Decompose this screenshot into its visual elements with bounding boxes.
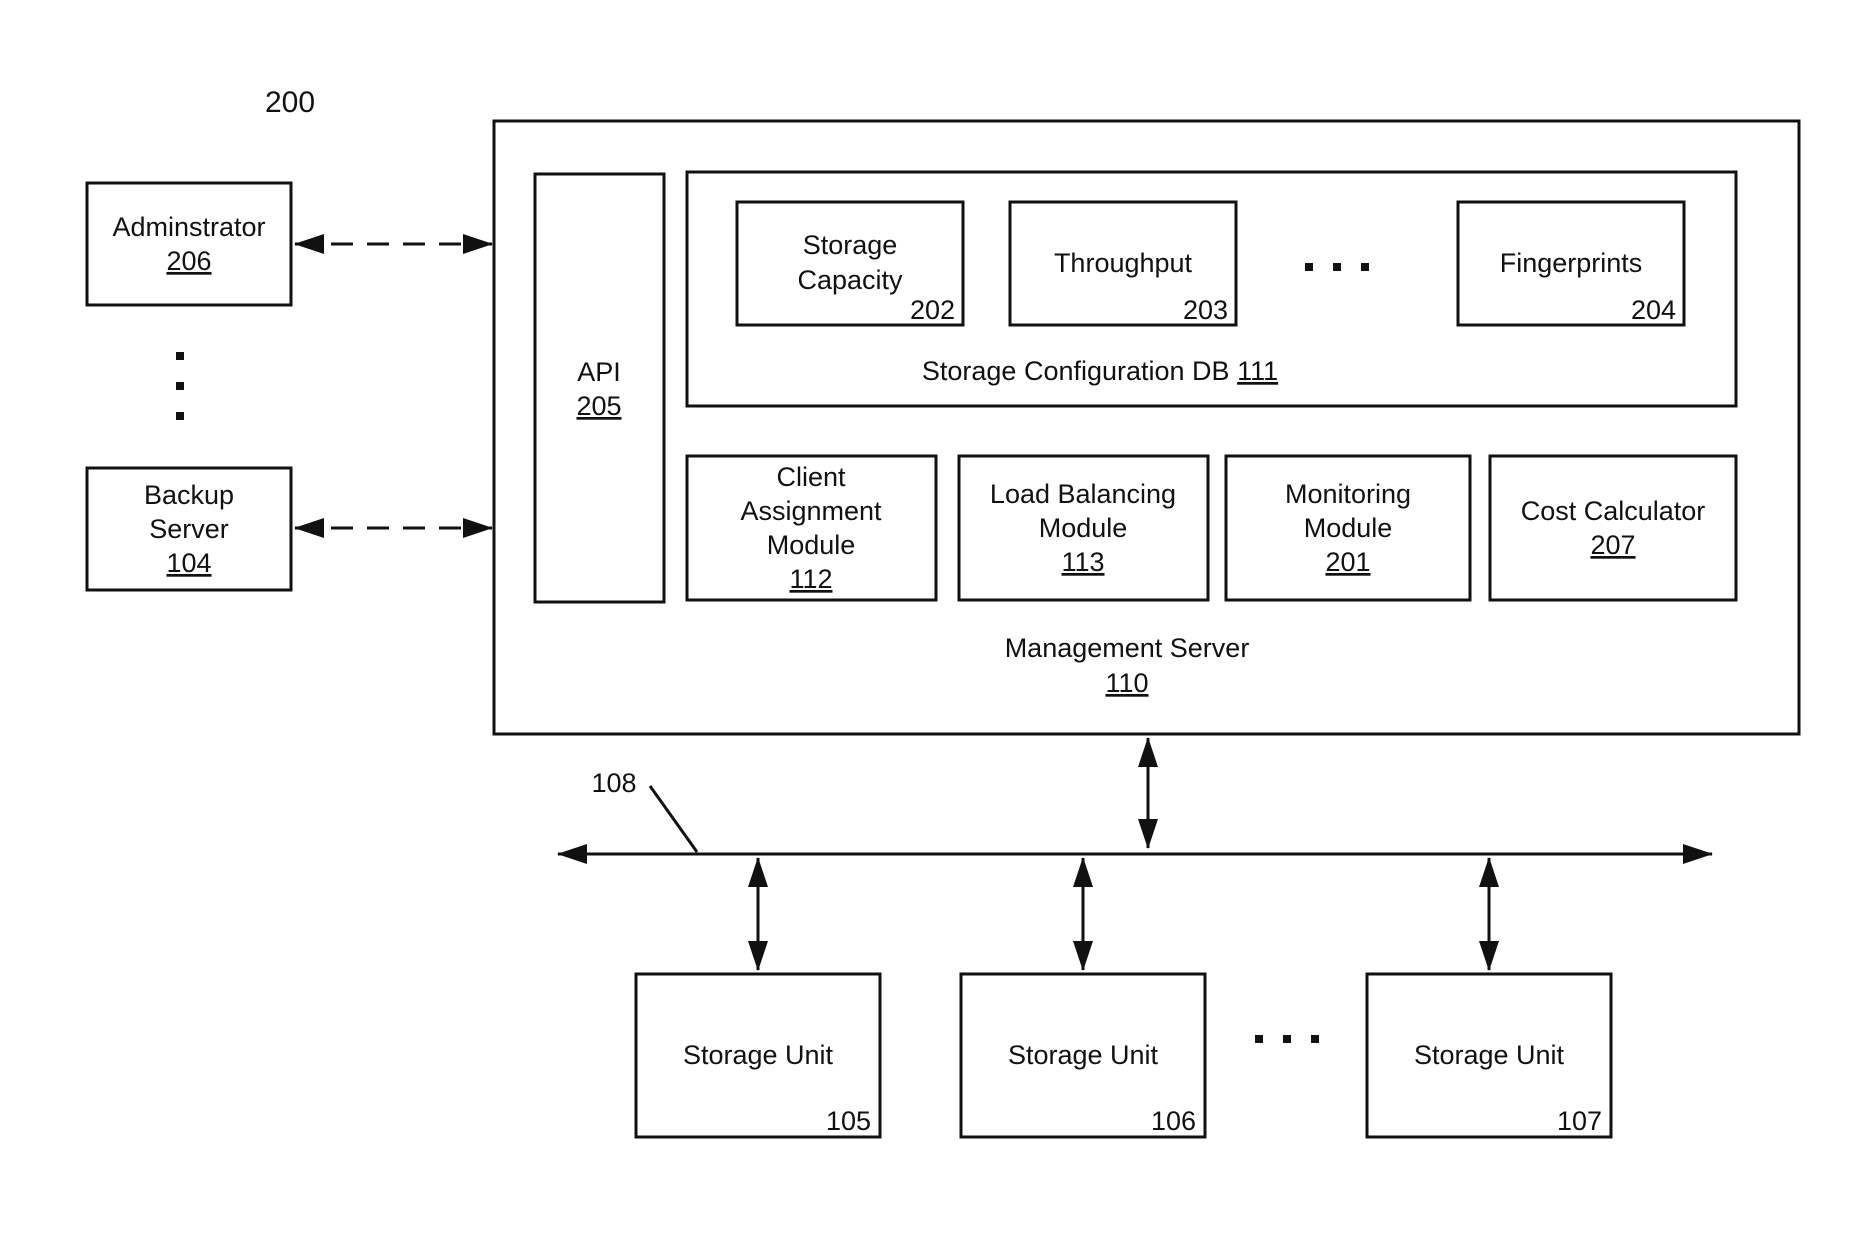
throughput-box: Throughput 203 xyxy=(1010,202,1236,325)
storage-unit-1-box: Storage Unit 105 xyxy=(636,974,880,1137)
backup-server-label-line1: Backup xyxy=(144,480,234,510)
client-assignment-ref: 112 xyxy=(789,564,832,594)
monitoring-label-line2: Module xyxy=(1304,513,1393,543)
storage-unit-2-ref: 106 xyxy=(1151,1106,1196,1136)
storage-unit-1-ref: 105 xyxy=(826,1106,871,1136)
backup-server-box: Backup Server 104 xyxy=(87,468,291,590)
throughput-label: Throughput xyxy=(1054,248,1193,278)
client-assignment-label-line3: Module xyxy=(767,530,856,560)
fingerprints-label: Fingerprints xyxy=(1500,248,1643,278)
storage-unit-3-box: Storage Unit 107 xyxy=(1367,974,1611,1137)
db-items-ellipsis xyxy=(1305,263,1369,271)
storage-unit-2-label: Storage Unit xyxy=(1008,1040,1159,1070)
storage-config-db-box: Storage Configuration DB 111 Storage Cap… xyxy=(687,172,1736,406)
storage-unit-3-label: Storage Unit xyxy=(1414,1040,1565,1070)
storage-capacity-ref: 202 xyxy=(910,295,955,325)
cost-calculator-box: Cost Calculator 207 xyxy=(1490,456,1736,600)
administrator-ref: 206 xyxy=(166,246,211,276)
storage-unit-3-ref: 107 xyxy=(1557,1106,1602,1136)
load-balancing-ref: 113 xyxy=(1061,547,1104,577)
fingerprints-ref: 204 xyxy=(1631,295,1676,325)
administrator-box: Adminstrator 206 xyxy=(87,183,291,305)
figure-number: 200 xyxy=(265,86,315,119)
cost-calculator-label: Cost Calculator xyxy=(1521,496,1706,526)
storage-unit-2-box: Storage Unit 106 xyxy=(961,974,1205,1137)
client-assignment-label-line1: Client xyxy=(776,462,846,492)
network-ref-leader xyxy=(650,786,697,852)
load-balancing-label-line1: Load Balancing xyxy=(990,479,1176,509)
client-assignment-label-line2: Assignment xyxy=(740,496,882,526)
throughput-ref: 203 xyxy=(1183,295,1228,325)
monitoring-label-line1: Monitoring xyxy=(1285,479,1411,509)
storage-units-ellipsis xyxy=(1255,1035,1319,1043)
storage-capacity-label-line1: Storage xyxy=(803,230,898,260)
api-box: API 205 xyxy=(535,174,664,602)
storage-capacity-label-line2: Capacity xyxy=(797,265,903,295)
storage-config-db-ref: 111 xyxy=(1237,356,1278,386)
monitoring-module-box: Monitoring Module 201 xyxy=(1226,456,1470,600)
storage-unit-1-label: Storage Unit xyxy=(683,1040,834,1070)
load-balancing-module-box: Load Balancing Module 113 xyxy=(959,456,1208,600)
management-server-ref: 110 xyxy=(1105,668,1148,698)
network-ref: 108 xyxy=(591,768,636,798)
fingerprints-box: Fingerprints 204 xyxy=(1458,202,1684,325)
api-ref: 205 xyxy=(576,391,621,421)
client-assignment-module-box: Client Assignment Module 112 xyxy=(687,456,936,600)
storage-config-db-label: Storage Configuration DB 111 xyxy=(922,356,1278,386)
api-label: API xyxy=(577,357,621,387)
load-balancing-label-line2: Module xyxy=(1039,513,1128,543)
monitoring-ref: 201 xyxy=(1325,547,1370,577)
backup-server-ref: 104 xyxy=(166,548,211,578)
administrator-label: Adminstrator xyxy=(112,212,265,242)
management-server-box: Management Server 110 xyxy=(494,121,1799,734)
storage-capacity-box: Storage Capacity 202 xyxy=(737,202,963,325)
client-ellipsis xyxy=(176,352,184,420)
cost-calculator-ref: 207 xyxy=(1590,530,1635,560)
backup-server-label-line2: Server xyxy=(149,514,229,544)
management-server-label: Management Server xyxy=(1005,633,1250,663)
